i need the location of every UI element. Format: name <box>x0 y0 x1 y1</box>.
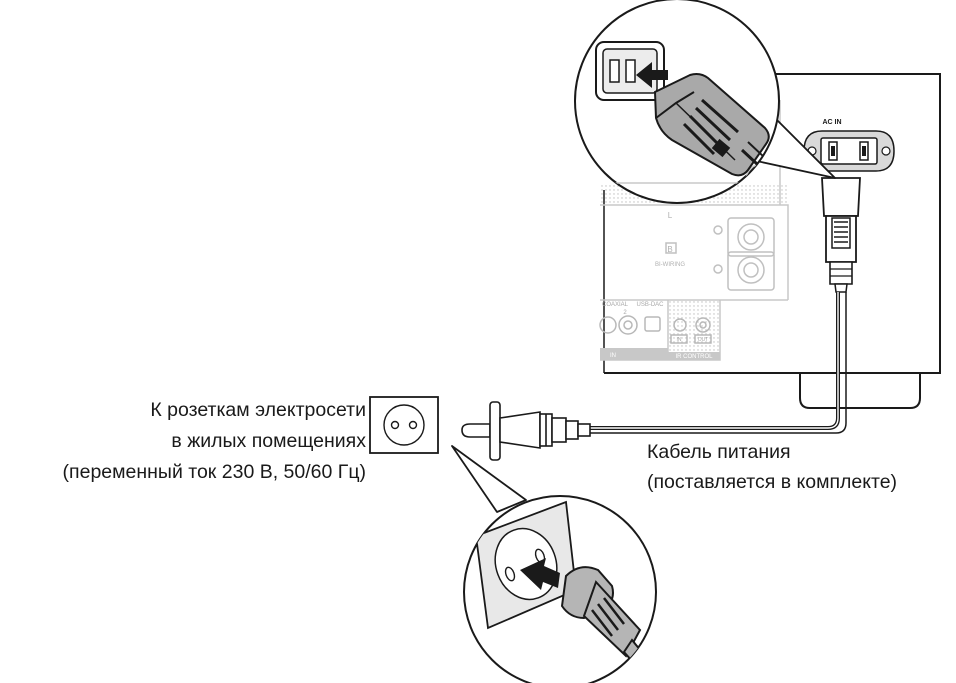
outlet-label-line1: К розеткам электросети <box>150 399 366 421</box>
speaker-b-label: B <box>667 245 672 254</box>
outlet-label-line2: в жилых помещениях <box>171 430 366 452</box>
ac-in-label: AC IN <box>822 119 841 126</box>
outlet-label-line3: (переменный ток 230 В, 50/60 Гц) <box>62 461 366 483</box>
ir-in-label: IN <box>677 337 682 343</box>
digital-in-label: IN <box>610 353 616 359</box>
device-foot <box>799 373 921 409</box>
ir-control-label: IR CONTROL <box>675 354 713 360</box>
insert-arrow-icon <box>636 62 668 88</box>
ir-out-label: OUT <box>698 337 709 343</box>
eu-plug-zoom-icon <box>560 566 652 674</box>
insert-arrow-zoom-icon <box>520 558 560 590</box>
usb-dac-label: USB-DAC <box>636 302 664 308</box>
coaxial-label: COAXIAL <box>602 302 629 308</box>
inlet-zoom-callout <box>574 0 836 204</box>
cable-label-line2: (поставляется в комплекте) <box>647 471 898 493</box>
power-cable <box>590 292 847 434</box>
outlet-zoom-callout <box>451 445 657 683</box>
bi-wiring-label: BI-WIRING <box>655 262 685 268</box>
iec-c13-connector-icon <box>653 73 779 201</box>
cable-label-line1: Кабель питания <box>647 441 791 463</box>
wall-socket-icon <box>369 396 439 454</box>
iec-connector-icon <box>821 177 861 293</box>
speaker-l-label: L <box>668 211 673 220</box>
coaxial-number: 2 <box>623 310 627 316</box>
eu-plug-icon <box>461 401 591 461</box>
